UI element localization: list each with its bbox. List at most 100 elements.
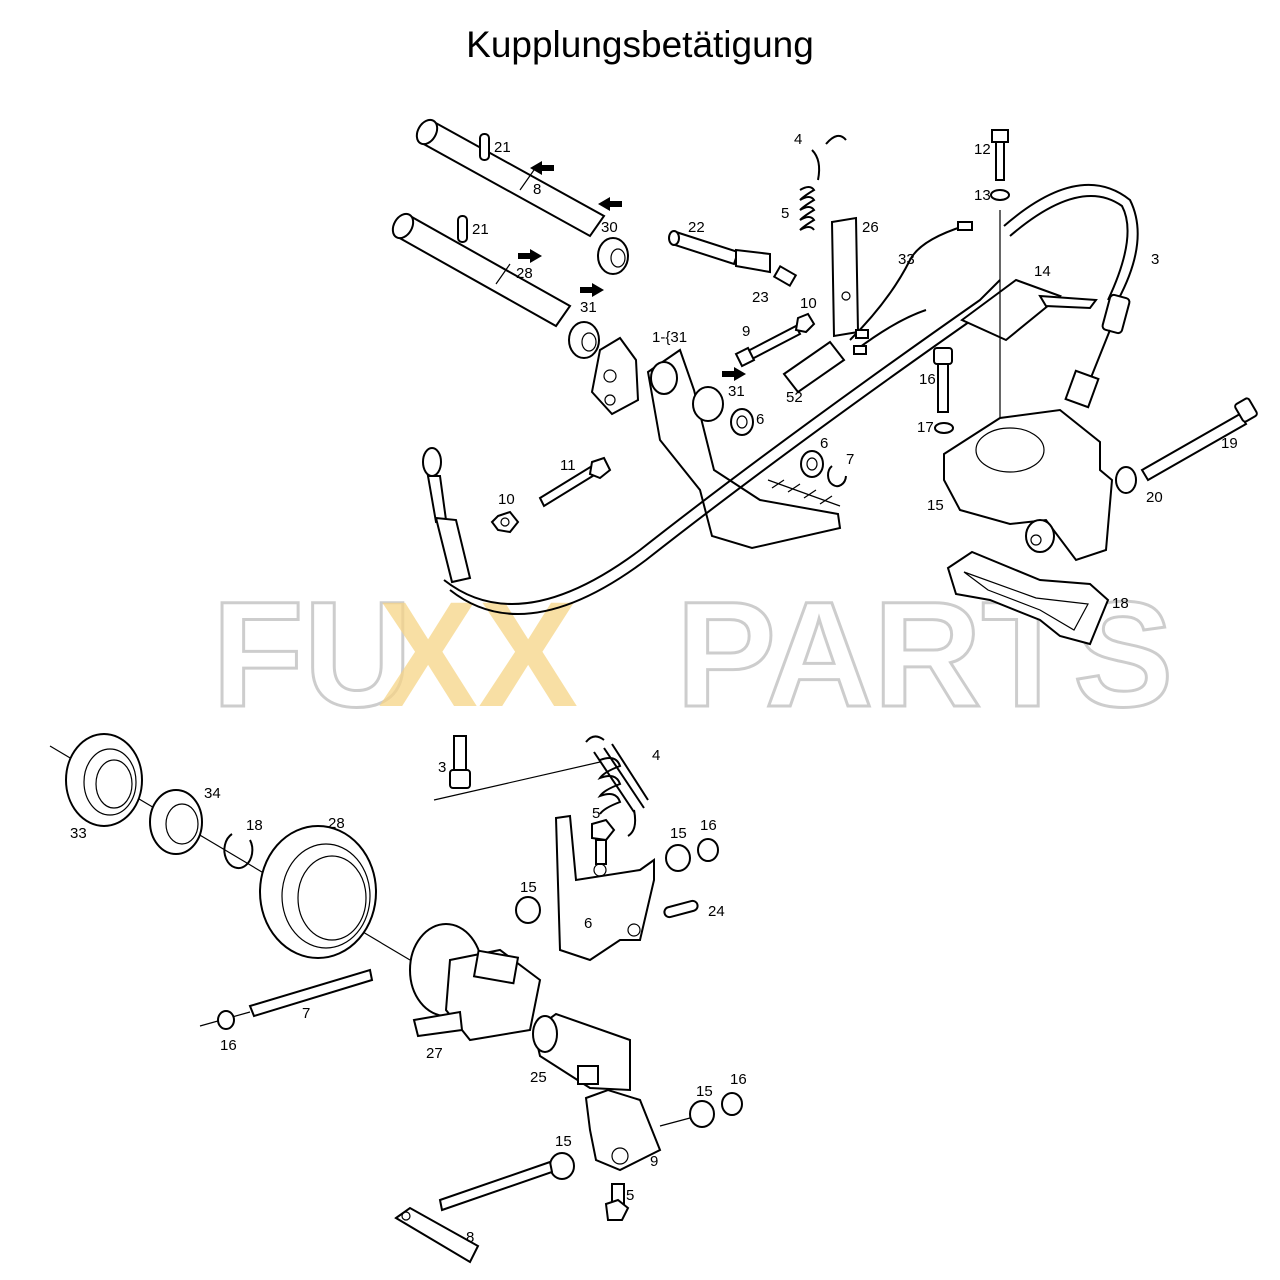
pedal-assembly — [391, 118, 1258, 646]
bearing-28 — [259, 825, 377, 959]
label-20: 20 — [1146, 489, 1163, 506]
label-16: 16 — [919, 371, 936, 388]
nut-10a — [490, 510, 520, 534]
switch-52 — [782, 340, 846, 394]
arrow-right-icon — [722, 367, 746, 381]
label-10: 10 — [800, 295, 817, 312]
watermark-accent: XX — [378, 570, 578, 738]
label-25: 25 — [530, 1069, 547, 1086]
label-8: 8 — [533, 181, 541, 198]
hook-4 — [811, 134, 847, 181]
label-16: 16 — [700, 817, 717, 834]
label-8: 8 — [466, 1229, 474, 1246]
label-19: 19 — [1221, 435, 1238, 452]
bush-15d — [549, 1152, 575, 1180]
label-16: 16 — [730, 1071, 747, 1088]
cable-3 — [1003, 183, 1139, 301]
bush-30 — [597, 237, 629, 275]
label-30: 30 — [601, 219, 618, 236]
label-24: 24 — [708, 903, 725, 920]
label-4: 4 — [652, 747, 660, 764]
pin-21b — [457, 215, 468, 243]
label-15: 15 — [670, 825, 687, 842]
washer-20 — [1115, 466, 1137, 494]
bush-15a — [665, 844, 691, 872]
washer-16a — [217, 1010, 235, 1030]
label-16: 16 — [220, 1037, 237, 1054]
label-18: 18 — [1112, 595, 1129, 612]
bolt-9 — [744, 324, 802, 362]
label-6: 6 — [820, 435, 828, 452]
shaft-8b — [438, 1160, 554, 1212]
label-15: 15 — [927, 497, 944, 514]
rod-end — [422, 447, 442, 477]
sleeve-25 — [532, 1012, 631, 1092]
shaft-8 — [418, 120, 606, 238]
rod-22 — [670, 230, 740, 266]
label-28: 28 — [328, 815, 345, 832]
release-assembly — [49, 733, 743, 1264]
bolt-3 — [453, 735, 467, 771]
label-12: 12 — [974, 141, 991, 158]
pin-21a — [479, 133, 490, 161]
label-1-31: 1-{31 — [652, 329, 687, 346]
bolt-16 — [933, 347, 953, 365]
circlip-7 — [827, 465, 847, 488]
circlip-18 — [223, 833, 254, 870]
label-3: 3 — [1151, 251, 1159, 268]
pin-24 — [663, 899, 699, 919]
label-5: 5 — [781, 205, 789, 222]
label-22: 22 — [688, 219, 705, 236]
label-11: 11 — [560, 457, 576, 474]
cap-16a — [697, 838, 719, 862]
label-31: 31 — [728, 383, 745, 400]
arrow-right-icon — [518, 249, 542, 263]
part-labels: 21 8 30 21 28 31 22 4 5 26 23 10 33 9 1-… — [70, 131, 1238, 1246]
bush-31a — [568, 321, 600, 359]
bolt-5a — [591, 818, 616, 842]
housing-15 — [943, 408, 1114, 562]
plate-26 — [830, 216, 860, 338]
label-10: 10 — [498, 491, 515, 508]
watermark-left: FU — [212, 570, 412, 738]
label-3: 3 — [438, 759, 446, 776]
label-34: 34 — [204, 785, 221, 802]
label-6: 6 — [584, 915, 592, 932]
label-15: 15 — [555, 1133, 572, 1150]
label-17: 17 — [917, 419, 934, 436]
label-33: 33 — [70, 825, 87, 842]
label-18: 18 — [246, 817, 263, 834]
label-28: 28 — [516, 265, 533, 282]
pedal-pad-18 — [946, 550, 1110, 646]
wire-33 — [849, 225, 965, 341]
fork-6 — [554, 814, 655, 962]
pedal-hub — [650, 361, 678, 395]
washer-17 — [934, 422, 954, 434]
cap-16c — [721, 1092, 743, 1116]
bolt-19 — [1140, 412, 1248, 482]
washer-6a — [730, 408, 754, 436]
label-27: 27 — [426, 1045, 443, 1062]
arrow-left-icon — [530, 161, 554, 175]
spring-4 — [585, 735, 649, 815]
label-7: 7 — [302, 1005, 310, 1022]
label-13: 13 — [974, 187, 991, 204]
bracket-14 — [960, 278, 1062, 342]
arrow-right-icon — [580, 283, 604, 297]
pedal-bracket — [590, 336, 640, 416]
label-5: 5 — [592, 805, 600, 822]
label-6: 6 — [756, 411, 764, 428]
ring-34 — [149, 789, 203, 855]
label-21: 21 — [472, 221, 489, 238]
lever-9 — [584, 1088, 662, 1172]
label-33: 33 — [898, 251, 915, 268]
label-21: 21 — [494, 139, 511, 156]
label-23: 23 — [752, 289, 769, 306]
label-15: 15 — [520, 879, 537, 896]
clevis-23 — [772, 264, 798, 288]
bush-15b — [515, 896, 541, 924]
label-15: 15 — [696, 1083, 713, 1100]
bolt-12 — [991, 129, 1009, 143]
washer-6b — [800, 450, 824, 478]
